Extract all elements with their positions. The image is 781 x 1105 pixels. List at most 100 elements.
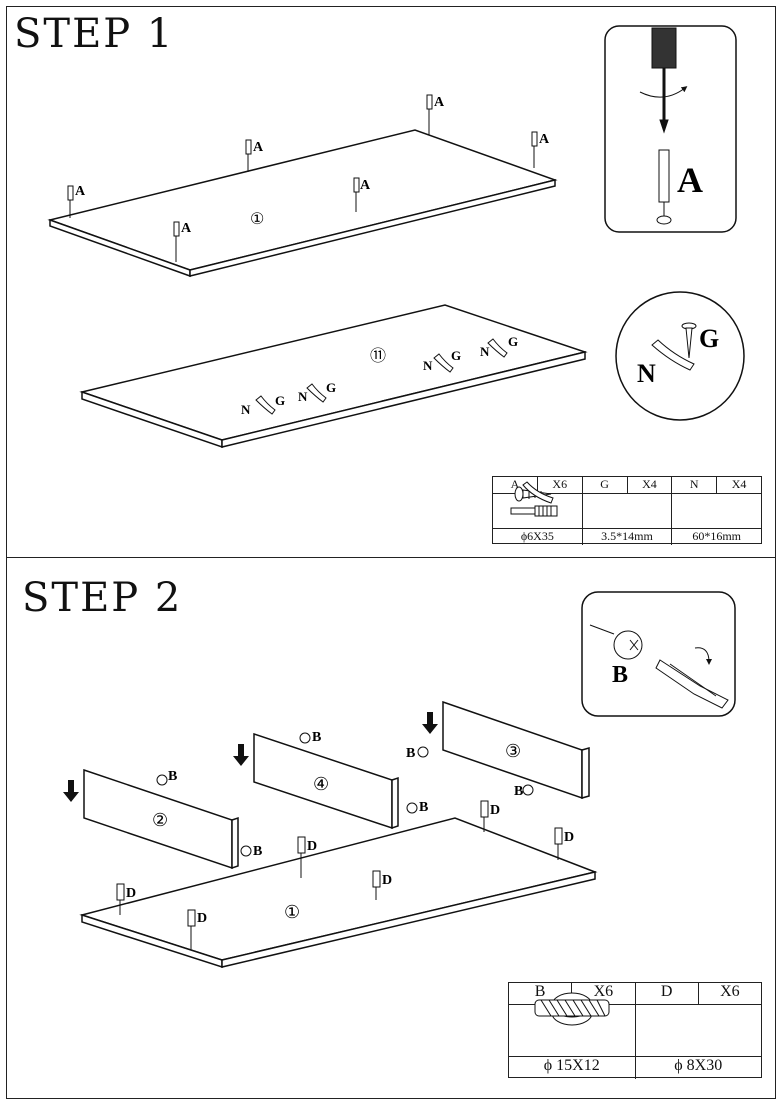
side-panel-3 — [442, 700, 590, 800]
base-board — [79, 817, 598, 969]
step-1-parts-table: A X6 G X4 N X4 ϕ6X35 3.5*14mm 60*16mm — [492, 476, 762, 545]
cam-lock-icon — [589, 624, 643, 660]
board-number-1: ① — [284, 902, 300, 922]
cam-locks-b — [156, 732, 534, 857]
screwdriver-icon — [655, 647, 729, 709]
detail-label-b: B — [612, 662, 628, 688]
part-label-a: A — [434, 95, 445, 110]
part-label-b: B — [406, 746, 415, 761]
plastic-bracket-icon — [487, 338, 508, 358]
board-number-1: ① — [250, 211, 264, 228]
wooden-dowel-icon — [297, 836, 306, 878]
part-label-a: A — [539, 132, 550, 147]
detail-bracket: N G — [615, 291, 745, 421]
table-qty: X4 — [731, 477, 747, 491]
plastic-bracket-icon — [255, 395, 276, 415]
bracket-labels: N G N G N G N G — [241, 334, 518, 417]
part-label-d: D — [197, 911, 207, 926]
down-arrow-icons — [63, 712, 438, 802]
wooden-dowel-icon — [554, 827, 563, 860]
part-label-d: D — [307, 839, 317, 854]
cam-bolt-icon — [245, 139, 252, 172]
part-label-d: D — [382, 873, 392, 888]
dowels-d — [116, 800, 563, 950]
part-label-n: N — [241, 402, 251, 417]
part-label-a: A — [360, 178, 371, 193]
screw-icon — [514, 486, 673, 528]
step-2-panel — [6, 557, 776, 1099]
cam-bolt-icon — [67, 185, 74, 218]
cam-bolt-icon — [173, 221, 180, 262]
detail-label-g: G — [699, 324, 719, 353]
cam-bolts-a — [67, 94, 538, 262]
cam-bolt-icon — [493, 494, 583, 528]
part-label-b: B — [514, 784, 523, 799]
table-qty: X6 — [552, 477, 568, 491]
cam-bolt-icon — [656, 149, 672, 225]
down-arrow-icon — [63, 780, 79, 802]
cam-lock-labels: B B B B B B — [168, 730, 523, 859]
cam-lock-icon — [299, 732, 311, 744]
wooden-dowel-icon — [534, 999, 762, 1056]
part-label-b: B — [419, 800, 428, 815]
part-label-g: G — [508, 334, 518, 349]
table-letter: G — [583, 477, 628, 493]
step-2-parts-table: B X6 D X6 ϕ 15X12 ϕ 8X30 — [508, 982, 762, 1079]
detail-cam-bolt: A — [604, 25, 737, 233]
part-label-g: G — [275, 393, 285, 408]
down-arrow-icon — [233, 744, 249, 766]
wooden-dowel-icon — [372, 870, 381, 900]
table-letter: D — [636, 983, 699, 1004]
panel-number-3: ③ — [505, 741, 521, 761]
part-label-n: N — [423, 358, 433, 373]
part-label-g: G — [326, 380, 336, 395]
part-label-a: A — [253, 140, 264, 155]
plastic-bracket-icon — [522, 481, 761, 528]
part-label-n: N — [480, 344, 490, 359]
detail-label-a: A — [677, 160, 703, 200]
part-label-d: D — [490, 803, 500, 818]
part-label-n: N — [298, 389, 308, 404]
cam-lock-icon — [240, 845, 252, 857]
step-1-title: STEP 1 — [14, 11, 175, 57]
dowel-labels: D D D D D D — [126, 803, 574, 926]
table-size: 3.5*14mm — [583, 529, 673, 545]
side-panel-2 — [83, 768, 239, 870]
part-label-b: B — [168, 769, 177, 784]
plastic-bracket-icon — [433, 353, 454, 373]
table-size: ϕ6X35 — [493, 529, 583, 545]
cam-bolt-icon — [531, 131, 538, 168]
bottom-board — [79, 304, 588, 449]
part-label-a: A — [75, 184, 86, 199]
cam-lock-icon — [156, 774, 168, 786]
part-label-b: B — [312, 730, 321, 745]
cam-lock-icon — [406, 802, 418, 814]
table-qty: X4 — [642, 477, 657, 491]
screw-icon — [681, 322, 697, 359]
board-number-11: ⑪ — [370, 347, 386, 365]
detail-cam-lock: B — [581, 591, 736, 717]
table-size: ϕ 8X30 — [674, 1057, 723, 1074]
plastic-bracket-icon — [651, 339, 695, 371]
detail-label-n: N — [637, 359, 656, 388]
table-qty: X6 — [720, 983, 740, 1000]
cam-bolt-icon — [426, 94, 433, 135]
brackets-ng — [255, 338, 508, 415]
part-label-d: D — [564, 830, 574, 845]
step-2-title: STEP 2 — [22, 575, 183, 621]
wooden-dowel-icon — [480, 800, 489, 832]
cam-lock-icon — [417, 746, 429, 758]
wooden-dowel-icon — [187, 909, 196, 950]
part-label-b: B — [253, 844, 262, 859]
part-label-a: A — [181, 221, 192, 236]
table-letter: A — [493, 477, 538, 493]
cam-lock-icon — [522, 784, 534, 796]
panel-number-2: ② — [152, 810, 168, 830]
wooden-dowel-icon — [116, 883, 125, 915]
top-board — [47, 129, 558, 278]
table-qty: X6 — [593, 983, 614, 1000]
screwdriver-icon — [639, 27, 688, 134]
part-label-g: G — [451, 348, 461, 363]
cam-bolt-icon — [353, 177, 360, 212]
